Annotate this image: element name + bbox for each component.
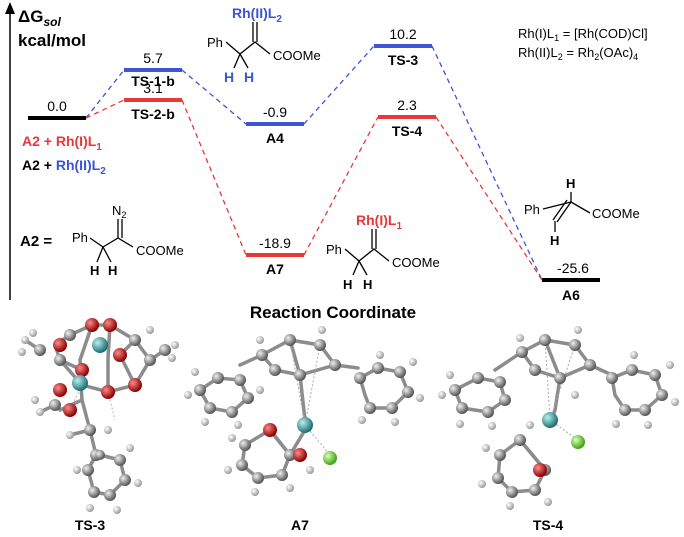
value-a7: -18.9 <box>259 235 291 251</box>
level-ts3 <box>374 44 432 48</box>
red-pathway-connectors <box>85 99 543 281</box>
rh1-carbene-h1: H <box>343 277 352 292</box>
definition-rh1: Rh(I)L1 = [Rh(COD)Cl] <box>518 26 648 43</box>
ts4-3d-model <box>438 326 679 510</box>
level-ts4 <box>378 115 436 119</box>
a7-model-label: A7 <box>291 517 309 533</box>
ts4-model-label: TS-4 <box>533 517 564 533</box>
level-a6 <box>542 278 600 282</box>
label-a7: A7 <box>266 261 284 277</box>
reactant-blue: A2 + Rh(II)L2 <box>22 157 106 177</box>
label-ts1b: TS-1-b <box>131 73 175 89</box>
rh1-carbene-coome: COOMe <box>392 255 440 270</box>
rh2-carbene-coome: COOMe <box>273 48 321 63</box>
a7-3d-model <box>184 326 424 496</box>
value-ts2b: 3.1 <box>143 80 163 96</box>
rh2-carbene-h1: H <box>224 69 234 85</box>
energy-axis <box>5 2 15 300</box>
ts3-model-label: TS-3 <box>75 517 106 533</box>
a6-h-top: H <box>566 176 575 191</box>
a2-ph: Ph <box>72 230 88 245</box>
axis-unit: kcal/mol <box>18 31 86 50</box>
label-ts3: TS-3 <box>388 52 419 68</box>
rh1-carbene-h2: H <box>363 277 372 292</box>
a2-h2: H <box>108 263 117 278</box>
reactant-red: A2 + Rh(I)L1 <box>22 133 102 153</box>
ts3-3d-model <box>18 318 179 514</box>
a2-label: A2 = <box>20 233 52 250</box>
value-start: 0.0 <box>47 98 67 114</box>
blue-pathway-connectors <box>85 45 543 281</box>
a6-coome: COOMe <box>592 206 640 221</box>
a2-coome: COOMe <box>136 243 184 258</box>
rh2-carbene-structure: Ph Rh(II)L2 COOMe H H <box>207 5 321 85</box>
definition-rh2: Rh(II)L2 = Rh2(OAc)4 <box>518 45 638 62</box>
label-ts2b: TS-2-b <box>131 106 175 122</box>
label-a6: A6 <box>562 287 580 303</box>
value-ts3: 10.2 <box>389 26 416 42</box>
rh2-carbene-ph: Ph <box>207 35 223 50</box>
label-ts4: TS-4 <box>392 123 423 139</box>
rh1-carbene-rh: Rh(I)L1 <box>356 212 402 232</box>
rh1-carbene-ph: Ph <box>326 242 342 257</box>
value-a4: -0.9 <box>263 104 287 120</box>
level-a7 <box>246 253 304 257</box>
rh2-carbene-h2: H <box>244 69 254 85</box>
a6-ph: Ph <box>524 202 540 217</box>
rh2-carbene-rh: Rh(II)L2 <box>232 5 282 25</box>
axis-title: ΔGsol <box>18 7 61 29</box>
a2-n2: N2 <box>112 203 126 220</box>
level-ts1b <box>124 68 182 72</box>
value-a6: -25.6 <box>557 260 589 276</box>
level-a4 <box>246 122 304 126</box>
x-axis-title: Reaction Coordinate <box>250 303 416 322</box>
a6-product-structure: H Ph COOMe H <box>524 176 640 248</box>
a2-h1: H <box>90 263 99 278</box>
value-ts1b: 5.7 <box>143 50 163 66</box>
a6-h-bottom: H <box>550 233 559 248</box>
label-a4: A4 <box>266 130 284 146</box>
a2-structure: A2 = Ph N2 COOMe H H <box>20 203 184 278</box>
rh1-carbene-structure: Ph Rh(I)L1 COOMe H H <box>326 212 440 292</box>
level-start <box>28 116 86 120</box>
value-ts4: 2.3 <box>397 97 417 113</box>
level-ts2b <box>124 98 182 102</box>
